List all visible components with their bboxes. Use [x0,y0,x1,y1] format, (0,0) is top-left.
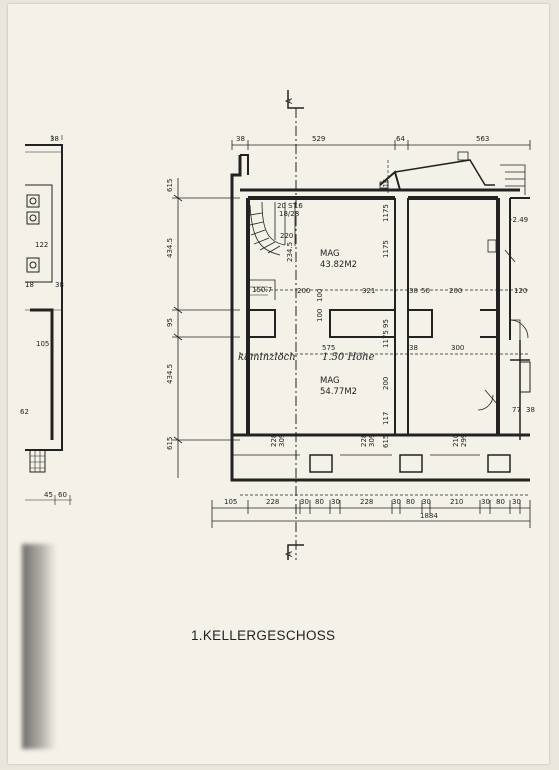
room-2-area: 54.77M2 [320,387,357,397]
dim-middle-1: 38 [409,344,418,352]
dim-bottom-9: 210 [450,498,463,506]
dim-upper-11: 1175 [382,240,390,258]
dim-frag-6: 45 [44,491,53,499]
dim-lower-10: 38 [526,406,535,414]
dim-left-2: 95 [166,318,174,327]
dim-frag-4: 105 [36,340,49,348]
dim-upper-6: 200 [449,287,462,295]
dim-top-0: 38 [236,135,245,143]
floor-plan: MAG 43.82M2 MAG 54.77M2 kaminzlöch 1.50 … [20,90,535,560]
dim-frag-5: 60 [58,491,67,499]
handwritten-note-right: 1.50 Höhe [322,352,375,363]
stair-steps: 20 ST.6 [277,202,303,210]
dim-upper-4: 38 [409,287,418,295]
dim-upper-3: 321 [362,287,375,295]
doors [477,319,529,411]
exterior-stairs [500,164,526,195]
handwritten-note-left: kaminzlöch [238,352,296,363]
dim-bottom-0: 105 [224,498,237,506]
dim-upper-2: 200 [297,287,310,295]
dim-bottom-8: 30 [422,498,431,506]
fixtures [379,151,516,263]
dim-lower-4: 210 [452,434,460,447]
dim-lower-5: 299 [460,434,468,447]
left-building-fragment [25,135,72,505]
top-dimension-chain [231,140,531,150]
dashed-lines [240,160,530,496]
dim-lower-3: 309 [368,434,376,447]
drawing-title: 1.KELLERGESCHOSS [191,628,336,643]
dim-left-3: 434.5 [166,364,174,384]
main-building-walls [230,154,531,482]
dim-middle-0: 575 [322,344,335,352]
dim-bottom-10: 30 [481,498,490,506]
dim-lower-6: 200 [382,377,390,390]
dim-bottom-4: 30 [331,498,340,506]
dim-left-4: 615 [166,437,174,450]
dim-bottom-5: 228 [360,498,373,506]
section-marker-top: A [285,98,295,104]
dim-lower-7: 117 [382,412,390,425]
dim-lower-9: 77 [512,406,521,414]
dim-bottom-2: 30 [300,498,309,506]
dim-middle-4: 1175 [382,330,390,348]
dim-bottom-1: 228 [266,498,279,506]
dim-middle-2: 300 [451,344,464,352]
staircase [248,201,296,300]
dim-middle-6: 100 [316,309,324,322]
dim-left-0: 615 [166,179,174,192]
dim-upper-5: 50 [421,287,430,295]
dim-lower-1: 309 [278,434,286,447]
dim-frag-7: 62 [20,408,29,416]
dim-upper-1: 234.5 [286,242,294,262]
drawing-sheet: MAG 43.82M2 MAG 54.77M2 kaminzlöch 1.50 … [8,4,549,764]
dim-lower-2: 228 [360,434,368,447]
dim-frag-1: 122 [35,241,48,249]
dim-upper-0: 220 [280,232,293,240]
room-2-name: MAG [320,376,340,386]
dim-top-3: 563 [476,135,489,143]
level-mark: -2.49 [510,216,528,224]
left-dimension-chain [172,178,240,478]
dim-left-1: 434.5 [166,238,174,258]
section-marker-bottom: A [285,551,295,557]
dim-upper-7: 120 [514,287,527,295]
dim-lower-0: 228 [270,434,278,447]
dim-lower-8: 615 [382,435,390,448]
stair-ratio: 18/28 [279,210,299,218]
dim-middle-3: 95 [382,319,390,328]
dim-top-1: 529 [312,135,325,143]
room-1-name: MAG [320,249,340,259]
dim-middle-5: 150.7 [252,286,272,294]
dim-frag-2: 18 [25,281,34,289]
dim-bottom-7: 80 [406,498,415,506]
dim-upper-9: 615 [382,179,390,192]
bottom-dimension-chain [211,500,531,528]
dim-top-2: 64 [396,135,405,143]
dim-bottom-11: 80 [496,498,505,506]
dim-bottom-3: 80 [315,498,324,506]
room-1-area: 43.82M2 [320,260,357,270]
dim-frag-0: 38 [50,135,59,143]
dim-upper-8: 1175 [382,204,390,222]
dim-upper-10: 100 [316,289,324,302]
dim-bottom-12: 30 [512,498,521,506]
dim-frag-3: 38 [55,281,64,289]
scan-smudge [22,544,56,749]
dim-bottom-6: 30 [392,498,401,506]
dim-total: 1884 [420,512,438,520]
